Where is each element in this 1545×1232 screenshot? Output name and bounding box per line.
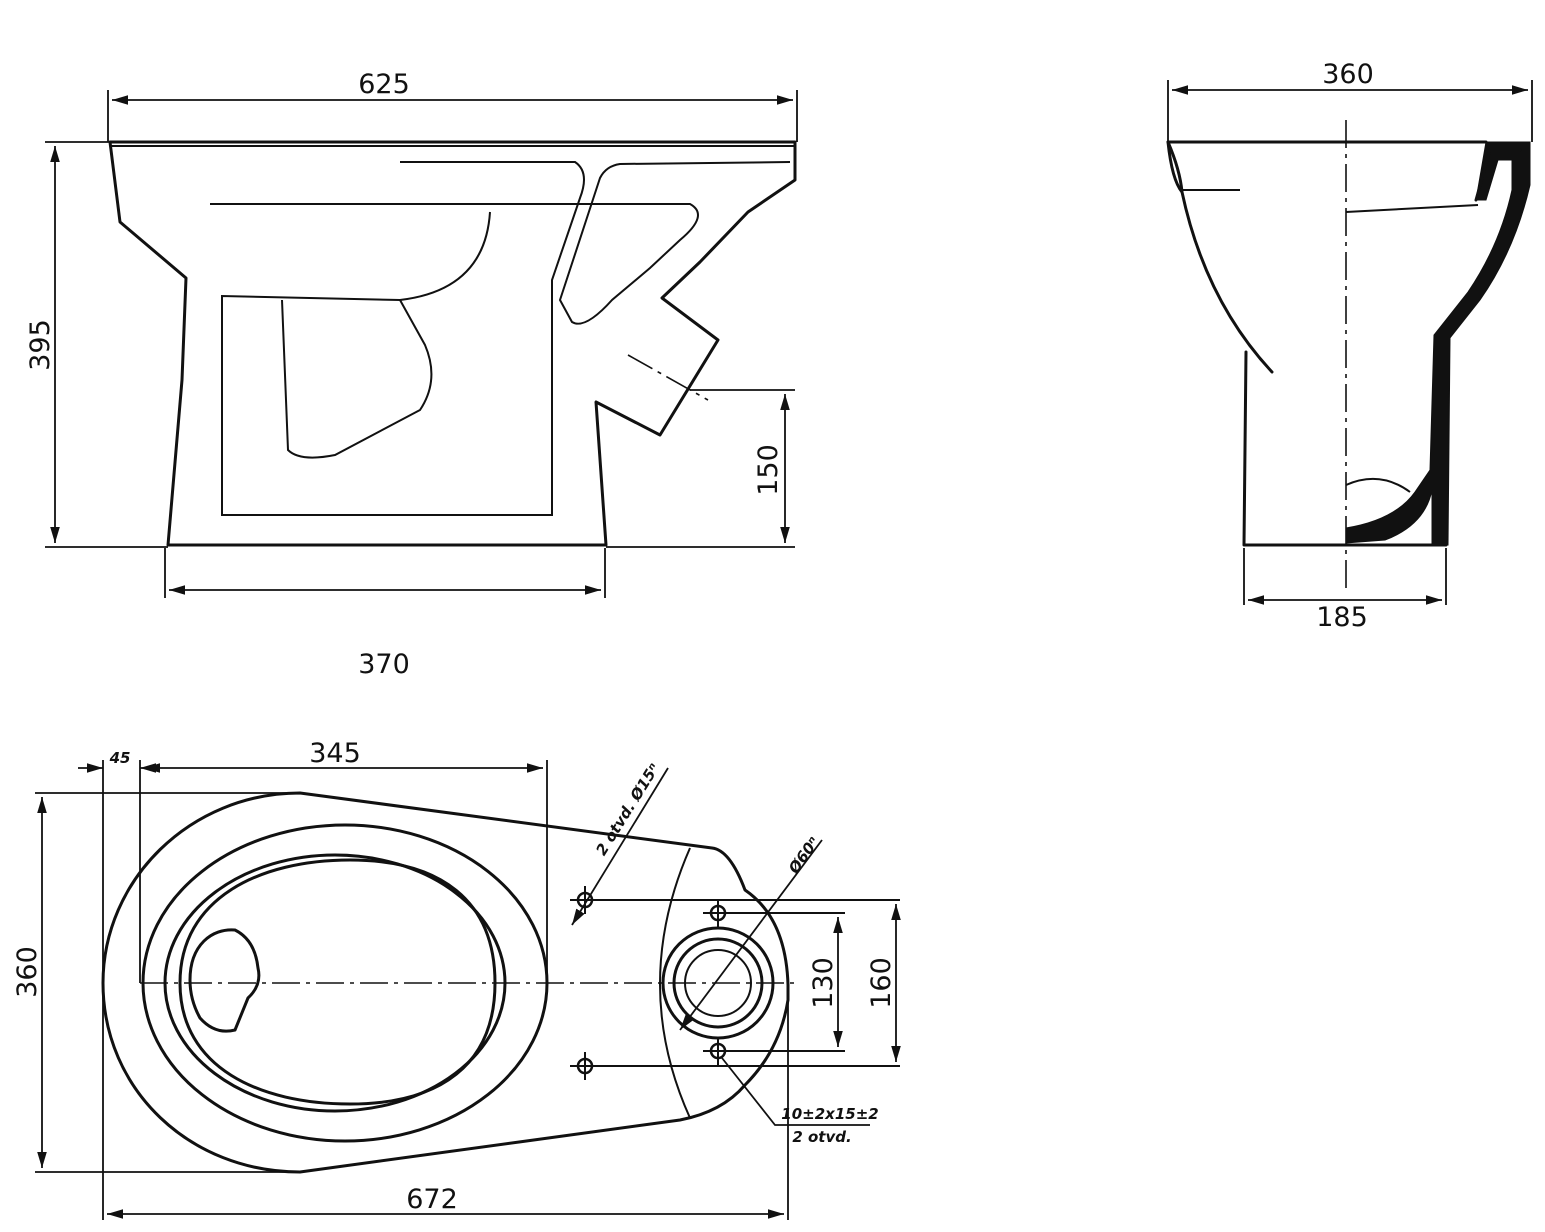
note-slots-line2: 2 otvd. [792,1128,851,1146]
note-outlet: Ø60ⁿ [784,833,823,877]
dim-label-345: 345 [309,738,361,769]
dim-label-395: 395 [25,319,56,371]
trap-channel [221,211,553,516]
dim-label-160: 160 [866,957,897,1009]
leader-outlet [679,839,823,1031]
dim-label-360-plan: 360 [12,946,43,998]
note-slots-line1: 10±2x15±2 [781,1105,878,1123]
plan-view: 45 345 360 672 130 160 2 otvd. Ø15ⁿ Ø60ⁿ… [12,738,901,1220]
side-view: 625 395 150 370 [25,69,798,680]
dim-label-625: 625 [358,69,410,100]
dim-label-672: 672 [406,1184,458,1215]
dim-label-150: 150 [753,444,784,496]
dim-label-370: 370 [358,649,410,680]
section-wall [1345,141,1531,546]
note-fixing-holes: 2 otvd. Ø15ⁿ [592,760,663,859]
drain-opening [188,928,261,1033]
leader-fixing-holes [571,767,669,926]
front-view: 360 185 [1166,59,1533,633]
bowl-opening [178,858,497,1106]
dim-label-360-front: 360 [1322,59,1374,90]
plan-view-outline [101,791,790,1174]
leader-slots [721,1057,870,1126]
dim-label-45: 45 [109,749,131,767]
dim-label-185: 185 [1316,602,1368,633]
front-view-outline [1166,140,1488,374]
side-view-outline [108,140,797,547]
dim-label-130: 130 [808,957,839,1009]
